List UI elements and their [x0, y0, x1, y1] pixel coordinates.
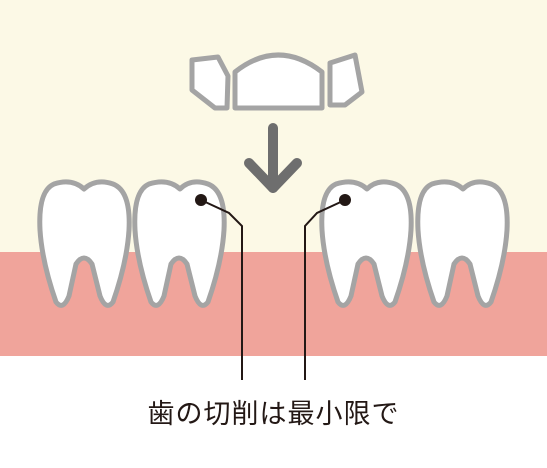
molar-tooth-icon [37, 179, 132, 308]
bridge-right-crown [327, 52, 365, 108]
bridge-left-crown [189, 54, 231, 111]
dental-bridge-icon [189, 52, 365, 111]
gum-area [0, 252, 547, 356]
molar-tooth-icon [132, 179, 227, 308]
bridge-center-crown [232, 52, 325, 111]
caption-text: 歯の切削は最小限で [147, 399, 400, 430]
leader-line [200, 199, 243, 380]
molar-tooth-icon [415, 179, 510, 308]
leader-line [304, 199, 346, 380]
left-marker [195, 194, 243, 380]
arrow-down-icon [244, 123, 302, 193]
molar-tooth-icon [319, 179, 414, 308]
right-marker [304, 194, 351, 380]
